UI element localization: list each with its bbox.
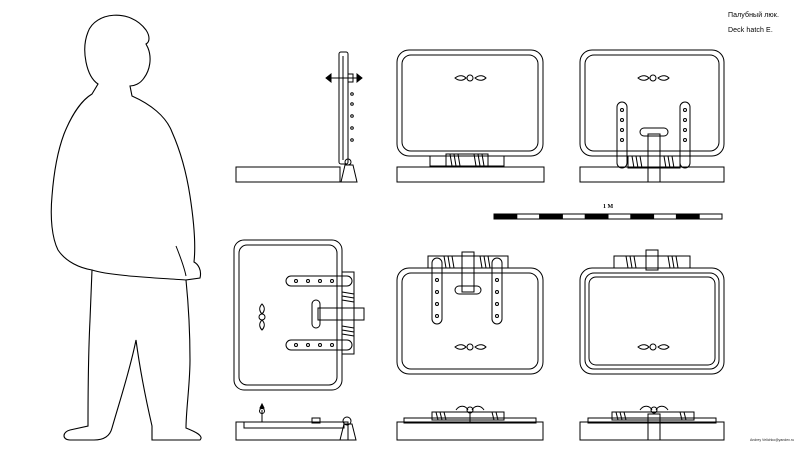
scale-bar: [494, 214, 722, 219]
hinge-center: [648, 134, 660, 182]
hatch-lid-outer: [234, 240, 342, 390]
hinge-center: [462, 252, 474, 292]
dog-handle: [455, 344, 486, 350]
dog-handle: [455, 75, 486, 81]
hinge-strap-upper: [286, 276, 352, 286]
deck-plate: [236, 422, 348, 440]
dog-handle: [638, 344, 669, 350]
hinge-center: [646, 250, 658, 270]
section-right: [580, 406, 724, 440]
hinge-spring: [626, 256, 678, 268]
hinge-spring: [450, 154, 484, 166]
author-credit: Andrey Velichko@yandex.ru: [750, 438, 795, 442]
section-left: [236, 404, 356, 440]
title-english: Deck hatch E.: [728, 27, 773, 34]
hinge-spring: [436, 412, 498, 420]
hatch-lid-outer: [397, 268, 543, 374]
view-plan-left: [234, 240, 364, 390]
hinge-strap-lower: [286, 340, 352, 350]
view-rear-top: [580, 50, 724, 182]
hinge-strap-left: [617, 102, 627, 168]
view-plan-middle: [397, 252, 543, 374]
view-front-top: [397, 50, 544, 182]
human-hand-right: [176, 246, 186, 276]
deck-plate: [397, 422, 543, 440]
hinge-strap-right: [680, 102, 690, 168]
deck-plate: [236, 167, 340, 182]
hinge-spring: [616, 412, 686, 420]
hinge-block: [488, 156, 504, 166]
hatch-lid-outer: [580, 50, 724, 156]
hinge-strap-left: [432, 258, 442, 324]
deck-plate: [580, 167, 724, 182]
hinge-center: [648, 414, 660, 440]
hatch-lid-inner: [585, 55, 719, 151]
deck-plate: [580, 422, 724, 440]
hatch-lid-outer: [397, 50, 543, 156]
hatch-lid-side: [339, 52, 348, 164]
hinge-pin: [345, 159, 351, 165]
hinge-pin: [343, 417, 351, 425]
dog-handle: [638, 75, 669, 81]
hatch-lid-inner: [402, 55, 538, 151]
hinge-strap-right: [492, 258, 502, 324]
human-silhouette: [51, 15, 201, 440]
dog-handle: [259, 304, 265, 330]
hinge-bracket: [340, 424, 356, 440]
hatch-lid-outer: [580, 268, 724, 374]
hatch-lid-inner: [239, 245, 337, 385]
hinge-block: [430, 156, 446, 166]
hinge-spring: [632, 156, 674, 168]
hatch-lid-inner: [402, 273, 538, 369]
scale-label: 1 M: [603, 204, 614, 210]
human-coat-line: [92, 270, 186, 280]
view-plan-right: [580, 250, 724, 374]
hatch-lid-inner: [585, 273, 719, 369]
section-middle: [397, 406, 543, 440]
deck-plate: [397, 167, 544, 182]
hinge-spring: [444, 256, 490, 268]
view-side-open: [236, 52, 362, 182]
hinge-center: [318, 308, 364, 320]
hinge-bracket: [341, 165, 357, 182]
title-russian: Палубный люк.: [728, 12, 779, 19]
hinge-spring: [342, 292, 354, 336]
